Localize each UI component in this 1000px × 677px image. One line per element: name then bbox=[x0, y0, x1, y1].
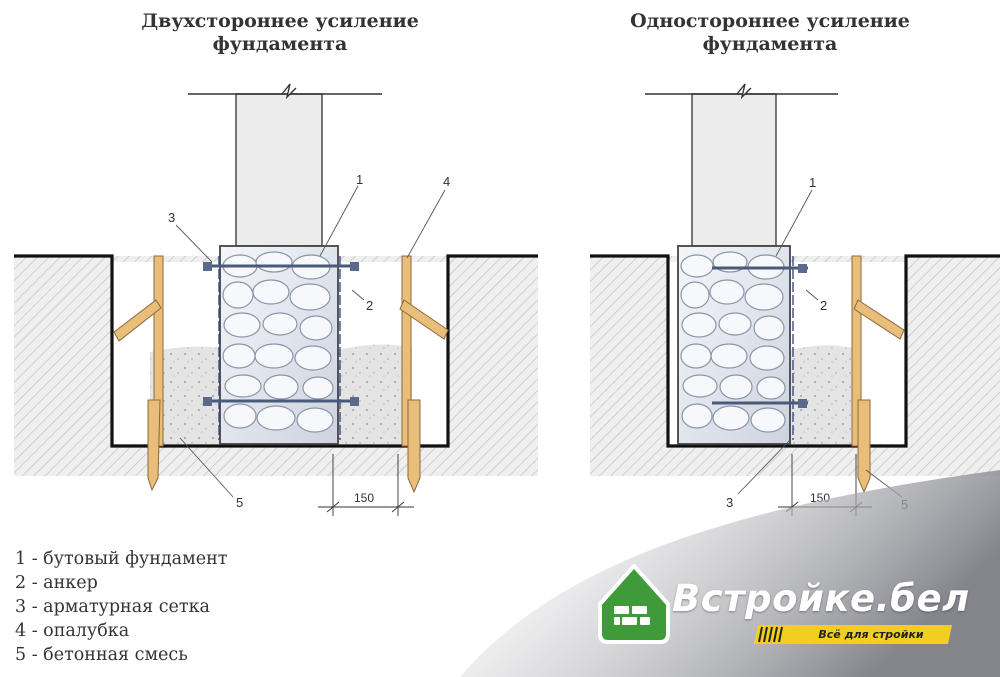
brand-slogan: Всё для стройки bbox=[818, 628, 924, 641]
stones bbox=[222, 251, 334, 433]
title-one-sided: Одностороннее усиление фундамента bbox=[585, 10, 955, 56]
title-two-sided: Двухстороннее усиление фундамента bbox=[95, 10, 465, 56]
callout-3: 3 bbox=[726, 495, 733, 510]
wall bbox=[691, 93, 777, 247]
title-one-sided-line-1: Одностороннее усиление bbox=[630, 10, 910, 32]
house-logo-icon bbox=[598, 564, 670, 644]
concrete-fill-left bbox=[150, 346, 230, 444]
pit-outline bbox=[14, 254, 538, 448]
title-two-sided-line-1: Двухстороннее усиление bbox=[141, 10, 419, 32]
callout-1: 1 bbox=[356, 172, 363, 187]
anchors bbox=[206, 264, 358, 403]
dimension-150: 150 bbox=[354, 491, 374, 505]
legend: 1 - бутовый фундамент 2 - анкер 3 - арма… bbox=[15, 547, 227, 667]
brand-name: Встройке.бел bbox=[672, 577, 970, 620]
slogan-bar bbox=[754, 625, 952, 644]
callout-1: 1 bbox=[809, 175, 816, 190]
legend-item: 3 - арматурная сетка bbox=[15, 597, 210, 617]
legend-item: 5 - бетонная смесь bbox=[15, 645, 188, 665]
formwork bbox=[851, 255, 905, 494]
callout-5: 5 bbox=[236, 495, 243, 510]
formwork bbox=[113, 255, 449, 494]
callout-2: 2 bbox=[366, 298, 373, 313]
wall bbox=[235, 93, 323, 247]
legend-item: 1 - бутовый фундамент bbox=[15, 549, 228, 569]
title-two-sided-line-2: фундамента bbox=[212, 33, 348, 55]
right-drawing: 1 2 3 5 150 bbox=[590, 83, 1000, 516]
legend-item: 2 - анкер bbox=[15, 573, 98, 593]
concrete-fill bbox=[790, 345, 852, 444]
pit-outline bbox=[590, 254, 1000, 448]
callout-2: 2 bbox=[820, 298, 827, 313]
callout-3: 3 bbox=[168, 210, 175, 225]
concrete-fill-right bbox=[338, 344, 412, 444]
left-drawing: 1 4 3 2 5 150 bbox=[14, 83, 538, 516]
title-one-sided-line-2: фундамента bbox=[702, 33, 838, 55]
callout-4: 4 bbox=[443, 174, 450, 189]
legend-item: 4 - опалубка bbox=[15, 621, 130, 641]
